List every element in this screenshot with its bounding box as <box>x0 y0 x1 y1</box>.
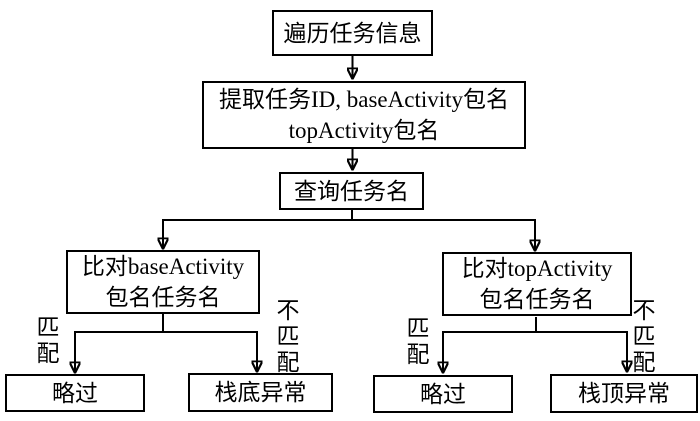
edge-label-match-right: 匹 配 <box>406 316 430 367</box>
node-stack-top-exception: 栈顶异常 <box>550 374 698 413</box>
edge-label-no-match-left: 不 匹 配 <box>276 298 300 375</box>
node-compare-base-line2: 包名任务名 <box>105 285 221 310</box>
edge-label-match-left: 匹 配 <box>36 315 60 366</box>
node-extract-line2: topActivity包名 <box>288 118 440 143</box>
node-compare-top-line2: 包名任务名 <box>479 287 595 312</box>
node-traverse-task-info: 遍历任务信息 <box>272 10 433 56</box>
node-query-task-name: 查询任务名 <box>279 172 424 210</box>
node-stack-bottom-exception: 栈底异常 <box>188 373 333 412</box>
node-skip-left-label: 略过 <box>52 380 98 406</box>
node-compare-top-activity: 比对topActivity 包名任务名 <box>442 252 632 316</box>
node-skip-right-label: 略过 <box>420 381 466 407</box>
node-compare-base-activity: 比对baseActivity 包名任务名 <box>66 250 260 314</box>
node-stack-top-exception-label: 栈顶异常 <box>578 381 670 406</box>
node-skip-right: 略过 <box>373 375 513 413</box>
node-compare-base-line1: 比对baseActivity <box>81 254 245 279</box>
node-stack-bottom-exception-label: 栈底异常 <box>214 380 307 405</box>
node-skip-left: 略过 <box>5 374 145 412</box>
node-traverse-task-info-label: 遍历任务信息 <box>283 20 422 46</box>
edge-label-no-match-right: 不 匹 配 <box>632 298 656 375</box>
node-query-task-name-label: 查询任务名 <box>294 178 409 204</box>
node-compare-top-line1: 比对topActivity <box>461 256 613 281</box>
node-extract-task-id: 提取任务ID, baseActivity包名 topActivity包名 <box>202 81 526 149</box>
node-extract-line1: 提取任务ID, baseActivity包名 <box>218 87 509 112</box>
